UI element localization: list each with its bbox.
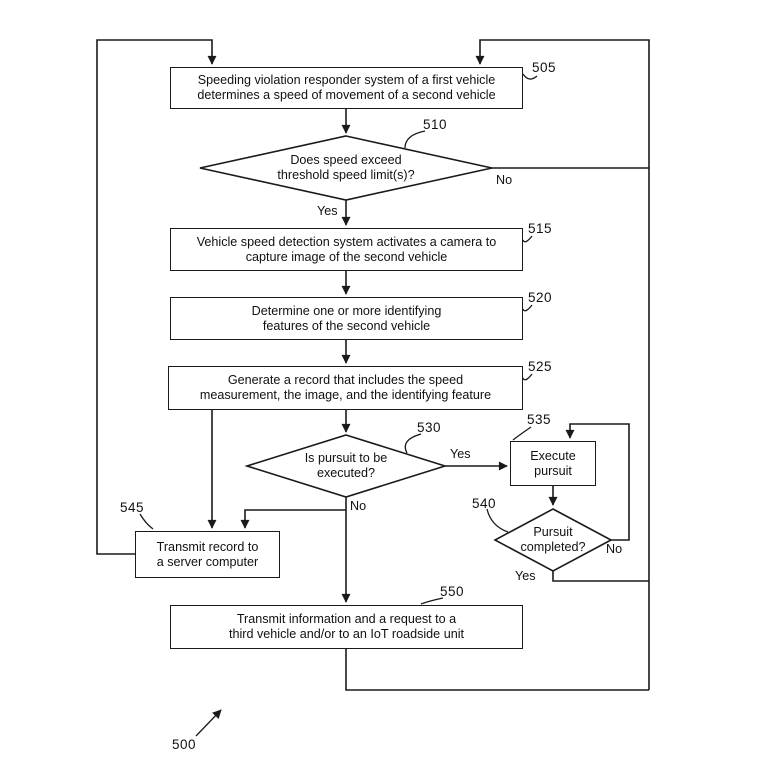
process-box-505-line1: Speeding violation responder system of a… bbox=[197, 73, 496, 87]
process-box-545: Transmit record to a server computer bbox=[135, 531, 280, 578]
leader-535 bbox=[512, 426, 532, 441]
ref-label-535: 535 bbox=[527, 412, 552, 427]
leader-540 bbox=[486, 508, 509, 533]
process-box-545-line1: Transmit record to bbox=[156, 539, 259, 554]
leader-510 bbox=[404, 130, 426, 149]
ref-label-525: 525 bbox=[528, 359, 553, 374]
process-box-515: Vehicle speed detection system activates… bbox=[170, 228, 523, 271]
ref-label-545: 545 bbox=[120, 500, 145, 515]
process-box-550-line1: Transmit information and a request to a bbox=[236, 612, 457, 626]
leader-545 bbox=[139, 513, 154, 530]
decision-530-text: Is pursuit to be executed? bbox=[276, 451, 416, 481]
decision-540-line2: completed? bbox=[520, 540, 586, 554]
decision-diamond-510 bbox=[199, 135, 493, 201]
decision-530-line1: Is pursuit to be bbox=[304, 451, 388, 465]
process-box-535: Execute pursuit bbox=[510, 441, 596, 486]
ref-label-530: 530 bbox=[417, 420, 442, 435]
ref-label-550: 550 bbox=[440, 584, 465, 599]
leader-515 bbox=[522, 235, 533, 243]
process-box-525-line1: Generate a record that includes the spee… bbox=[227, 373, 464, 387]
edge-label-530-no: No bbox=[350, 499, 367, 513]
edge-label-540-yes: Yes bbox=[515, 569, 536, 583]
decision-540-text: Pursuit completed? bbox=[503, 525, 603, 555]
process-box-545-line2: a server computer bbox=[156, 554, 259, 569]
edge-545-left-rail-to-505 bbox=[96, 39, 217, 555]
leader-525 bbox=[522, 373, 533, 381]
process-box-535-line2: pursuit bbox=[534, 463, 572, 478]
decision-510-line1: Does speed exceed bbox=[290, 153, 402, 167]
process-box-505-line2: determines a speed of movement of a seco… bbox=[197, 88, 496, 102]
process-box-525-line2: measurement, the image, and the identify… bbox=[199, 388, 492, 402]
process-box-520-line1: Determine one or more identifying bbox=[251, 303, 442, 318]
edge-550-to-right-rail bbox=[345, 649, 649, 691]
edge-label-510-yes: Yes bbox=[317, 204, 338, 218]
ref-label-520: 520 bbox=[528, 290, 553, 305]
ref-label-515: 515 bbox=[528, 221, 553, 236]
process-box-535-line1: Execute bbox=[530, 448, 576, 463]
process-box-550-line2: third vehicle and/or to an IoT roadside … bbox=[229, 627, 464, 641]
decision-510-text: Does speed exceed threshold speed limit(… bbox=[246, 153, 446, 183]
ref-label-500: 500 bbox=[172, 737, 197, 752]
edge-label-510-no: No bbox=[496, 173, 513, 187]
process-box-525: Generate a record that includes the spee… bbox=[168, 366, 523, 410]
process-box-520: Determine one or more identifying featur… bbox=[170, 297, 523, 340]
process-box-515-line2: capture image of the second vehicle bbox=[245, 249, 448, 264]
edge-540-no-loop-to-535 bbox=[565, 423, 630, 541]
leader-550 bbox=[420, 597, 444, 605]
leader-505 bbox=[522, 73, 538, 80]
decision-diamond-530 bbox=[244, 434, 448, 498]
leader-520 bbox=[522, 304, 533, 312]
ref-label-540: 540 bbox=[472, 496, 497, 511]
process-box-515-line1: Vehicle speed detection system activates… bbox=[196, 234, 497, 249]
ref-label-505: 505 bbox=[532, 60, 557, 75]
process-box-505: Speeding violation responder system of a… bbox=[170, 67, 523, 109]
decision-510-line2: threshold speed limit(s)? bbox=[277, 168, 415, 182]
process-box-550: Transmit information and a request to a … bbox=[170, 605, 523, 649]
leader-530 bbox=[404, 433, 422, 454]
decision-530-line2: executed? bbox=[316, 466, 376, 480]
edge-540-yes-to-right-rail bbox=[552, 571, 649, 582]
ref-label-510: 510 bbox=[423, 117, 448, 132]
process-box-520-line2: features of the second vehicle bbox=[262, 318, 431, 333]
figure-500-arrow bbox=[195, 709, 222, 737]
edge-right-rail-to-505 bbox=[475, 39, 650, 690]
edge-label-530-yes: Yes bbox=[450, 447, 471, 461]
decision-diamond-540 bbox=[493, 508, 613, 572]
edge-branch-to-545 bbox=[240, 509, 346, 529]
edge-label-540-no: No bbox=[606, 542, 623, 556]
decision-540-line1: Pursuit bbox=[533, 525, 573, 539]
